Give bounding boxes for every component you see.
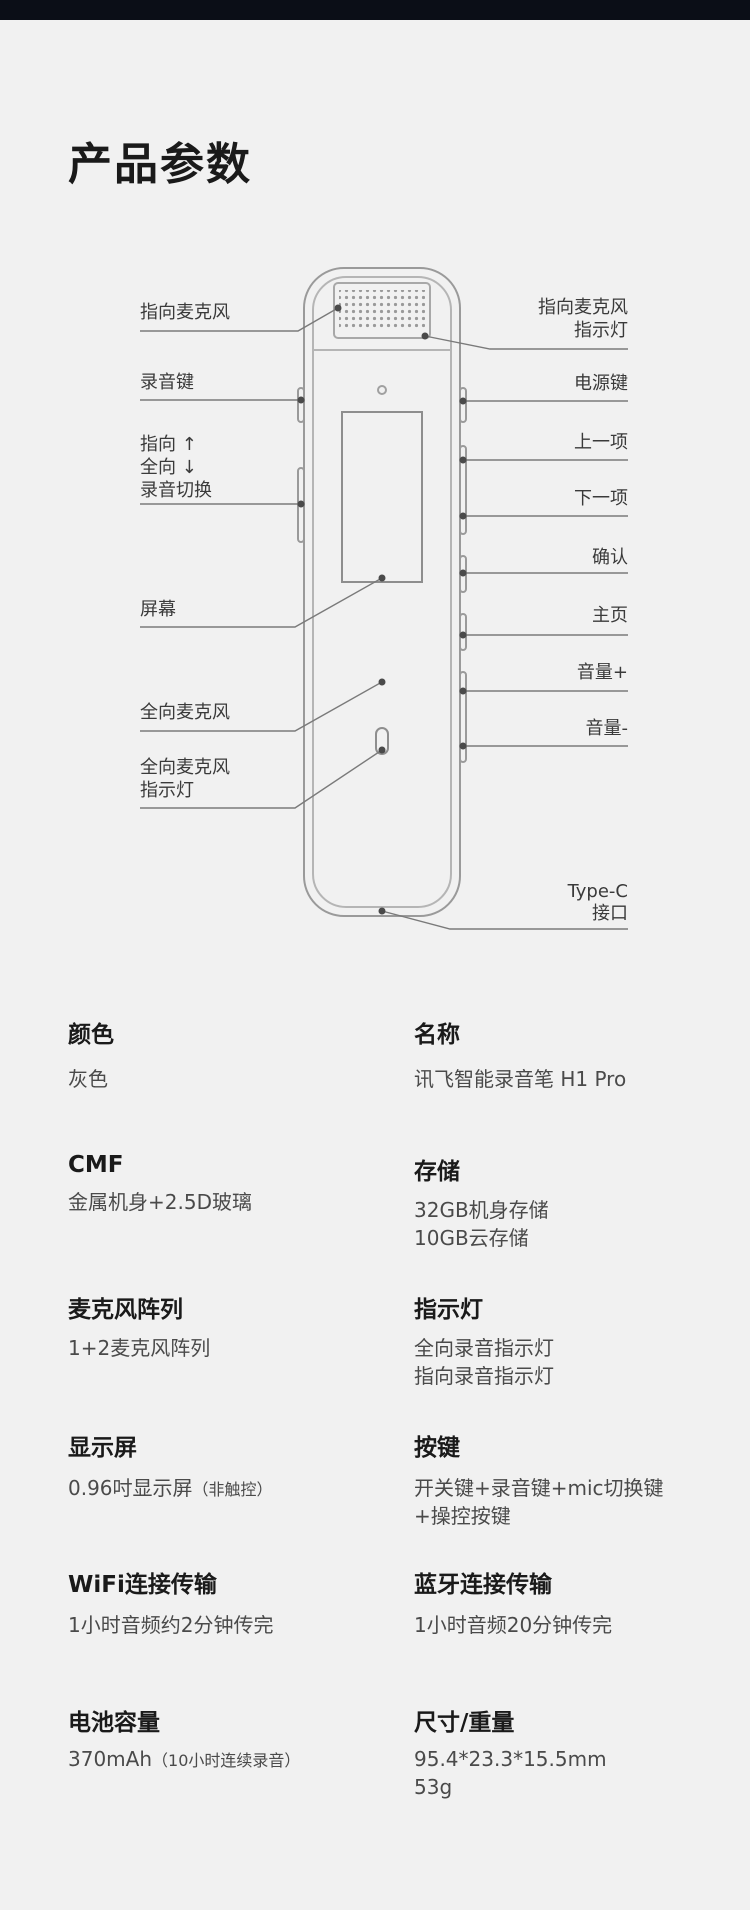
spec-display: 显示屏 0.96吋显示屏（非触控）	[68, 1428, 388, 1504]
spec-value: 1+2麦克风阵列	[68, 1334, 388, 1362]
spec-title: 麦克风阵列	[68, 1297, 183, 1323]
spec-indicator: 指示灯 全向录音指示灯 指向录音指示灯	[414, 1290, 734, 1390]
spec-value: 370mAh（10小时连续录音）	[68, 1745, 388, 1775]
spec-name: 名称 讯飞智能录音笔 H1 Pro	[414, 1015, 734, 1093]
label-typec-2: 接口	[592, 903, 628, 924]
spec-title: 尺寸/重量	[414, 1710, 515, 1736]
label-next-item: 下一项	[574, 488, 628, 509]
spec-value: 讯飞智能录音笔 H1 Pro	[414, 1065, 734, 1093]
spec-mic-array: 麦克风阵列 1+2麦克风阵列	[68, 1290, 388, 1362]
spec-value: 0.96吋显示屏（非触控）	[68, 1474, 388, 1504]
device-diagram: 指向麦克风 录音键 指向 ↑ 全向 ↓ 录音切换 屏幕 全向麦克风 全向麦克风 …	[140, 267, 629, 930]
spec-title: 电池容量	[68, 1710, 160, 1736]
label-confirm: 确认	[592, 547, 628, 568]
label-omni-light-2: 指示灯	[140, 780, 194, 801]
spec-value-line: 灰色	[68, 1067, 108, 1091]
spec-title: 颜色	[68, 1022, 114, 1048]
spec-value: 95.4*23.3*15.5mm 53g	[414, 1745, 734, 1801]
spec-title: WiFi连接传输	[68, 1572, 217, 1598]
spec-value: 1小时音频约2分钟传完	[68, 1611, 388, 1639]
spec-value-line: 指向录音指示灯	[414, 1364, 554, 1388]
spec-value-line: 全向录音指示灯	[414, 1336, 554, 1360]
label-omni-light-1: 全向麦克风	[140, 757, 230, 778]
leader-dots	[297, 304, 467, 915]
spec-value-line: 53g	[414, 1775, 453, 1799]
page-title: 产品参数	[68, 139, 252, 190]
spec-note: （非触控）	[192, 1480, 273, 1499]
label-volume-down: 音量-	[586, 718, 629, 739]
spec-value: 全向录音指示灯 指向录音指示灯	[414, 1334, 734, 1390]
spec-wifi: WiFi连接传输 1小时音频约2分钟传完	[68, 1565, 388, 1639]
spec-bluetooth: 蓝牙连接传输 1小时音频20分钟传完	[414, 1565, 734, 1639]
label-switch-omni: 全向 ↓	[140, 457, 197, 478]
top-bar	[0, 0, 750, 20]
spec-value-line: 金属机身+2.5D玻璃	[68, 1190, 252, 1214]
spec-value-line: +操控按键	[414, 1504, 511, 1528]
spec-storage: 存储 32GB机身存储 10GB云存储	[414, 1152, 734, 1252]
spec-value-line: 0.96吋显示屏	[68, 1476, 193, 1500]
spec-keys: 按键 开关键+录音键+mic切换键 +操控按键	[414, 1428, 744, 1530]
spec-value-line: 95.4*23.3*15.5mm	[414, 1747, 607, 1771]
label-directional-light-1: 指向麦克风	[538, 297, 628, 318]
spec-title: 蓝牙连接传输	[414, 1572, 552, 1598]
spec-note: （10小时连续录音）	[152, 1751, 301, 1770]
label-typec-1: Type-C	[567, 881, 628, 902]
spec-value-line: 1小时音频约2分钟传完	[68, 1613, 274, 1637]
label-screen: 屏幕	[140, 599, 176, 620]
spec-title: 存储	[414, 1159, 460, 1185]
label-switch-directional: 指向 ↑	[140, 434, 197, 455]
spec-title: 显示屏	[68, 1435, 137, 1461]
spec-value: 灰色	[68, 1065, 388, 1093]
label-prev-item: 上一项	[574, 432, 628, 453]
spec-color: 颜色 灰色	[68, 1015, 388, 1093]
spec-battery: 电池容量 370mAh（10小时连续录音）	[68, 1703, 388, 1775]
spec-value: 开关键+录音键+mic切换键 +操控按键	[414, 1474, 744, 1530]
label-directional-mic: 指向麦克风	[140, 302, 230, 323]
label-power-key: 电源键	[574, 373, 628, 394]
spec-value-line: 32GB机身存储	[414, 1198, 549, 1222]
spec-value-line: 讯飞智能录音笔 H1 Pro	[414, 1067, 627, 1091]
label-record-key: 录音键	[140, 372, 194, 393]
spec-title: CMF	[68, 1152, 124, 1178]
label-switch-record: 录音切换	[140, 480, 212, 501]
spec-value-line: 开关键+录音键+mic切换键	[414, 1476, 664, 1500]
spec-title: 按键	[414, 1435, 460, 1461]
spec-size-weight: 尺寸/重量 95.4*23.3*15.5mm 53g	[414, 1703, 734, 1801]
leader-lines	[140, 307, 628, 930]
spec-value-line: 1+2麦克风阵列	[68, 1336, 211, 1360]
spec-cmf: CMF 金属机身+2.5D玻璃	[68, 1152, 388, 1216]
spec-value: 32GB机身存储 10GB云存储	[414, 1196, 734, 1252]
spec-value-line: 1小时音频20分钟传完	[414, 1613, 613, 1637]
spec-value: 1小时音频20分钟传完	[414, 1611, 734, 1639]
spec-title: 指示灯	[414, 1297, 483, 1323]
spec-value: 金属机身+2.5D玻璃	[68, 1188, 388, 1216]
label-directional-light-2: 指示灯	[574, 320, 628, 341]
spec-title: 名称	[414, 1022, 460, 1048]
label-omni-mic: 全向麦克风	[140, 702, 230, 723]
label-home: 主页	[592, 605, 628, 626]
spec-value-line: 370mAh	[68, 1747, 153, 1771]
spec-value-line: 10GB云存储	[414, 1226, 529, 1250]
recorder-outline	[297, 267, 467, 917]
label-volume-up: 音量+	[577, 662, 628, 683]
